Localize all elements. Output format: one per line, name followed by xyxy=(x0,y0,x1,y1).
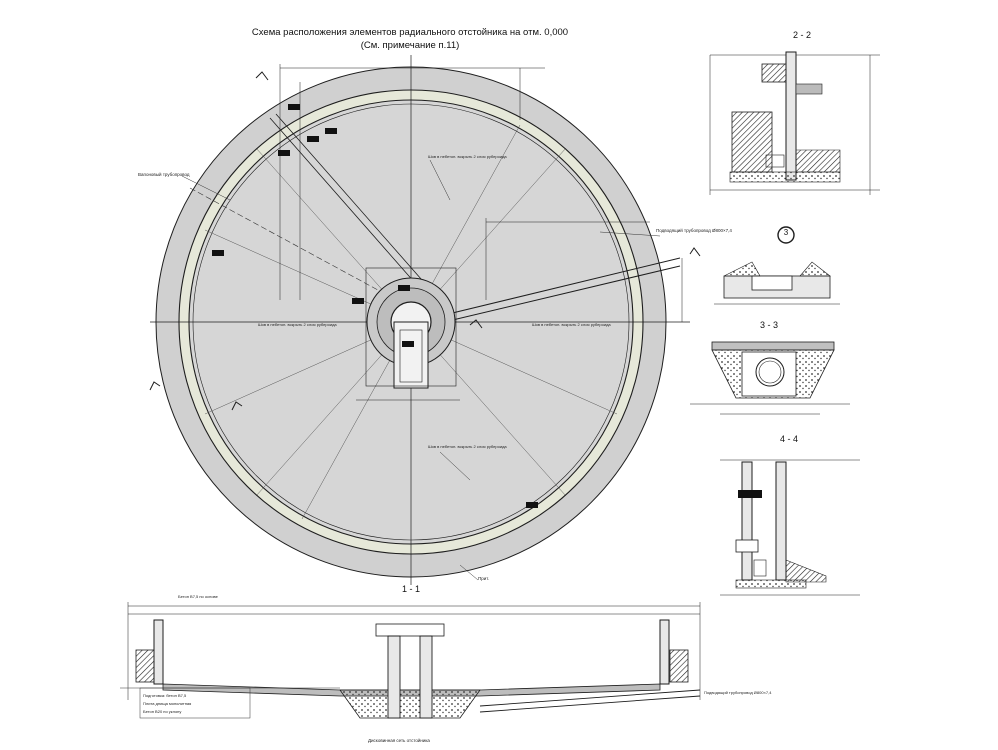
section-1-1-left-note: Бетон В7,5 по основе xyxy=(178,594,219,599)
section-1-1-title: 1 - 1 xyxy=(402,584,421,594)
section-1-1: Подготовка: бетон В7,5 Плита днища монол… xyxy=(120,594,772,743)
leader-lines xyxy=(181,159,661,581)
note-pipe-right: Подводящий трубопровод Ø800×7,4 xyxy=(656,227,732,233)
section-1-1-legend-2: Плита днища монолитная xyxy=(143,701,191,706)
plan-dimensions xyxy=(279,64,683,401)
node-3-marker xyxy=(777,226,795,244)
central-chamber xyxy=(365,267,457,389)
section-1-1-legend-1: Подготовка: бетон В7,5 xyxy=(143,693,187,698)
node-3 xyxy=(714,226,840,305)
drawing-subtitle: (См. примечание п.11) xyxy=(360,40,460,51)
section-markers xyxy=(149,71,701,411)
section-1-1-legend-3: Бетон В20 по уклону xyxy=(143,709,181,714)
node-3-label: 3 xyxy=(783,228,789,237)
label-pt: Прит. xyxy=(478,576,489,581)
note-slab-left: Шов в небетон. вскрыть 2 слоя рубероида xyxy=(258,322,337,327)
note-pipe-left: Вапоновый трубопровод xyxy=(138,171,190,177)
plan-view: Вапоновый трубопровод Подводящий трубопр… xyxy=(138,55,732,585)
section-2-2 xyxy=(709,51,880,195)
plan-tags xyxy=(212,104,538,508)
section-1-1-right-note: Подводящий трубопровод Ø800×7,4 xyxy=(704,690,772,695)
section-4-4 xyxy=(720,459,860,596)
section-2-2-title: 2 - 2 xyxy=(793,30,812,40)
drawing-title: Схема расположения элементов радиального… xyxy=(251,27,569,38)
section-3-3-title: 3 - 3 xyxy=(760,320,779,330)
section-4-4-title: 4 - 4 xyxy=(780,434,799,444)
note-slab-top: Шов в небетон. вскрыть 2 слоя рубероида xyxy=(428,154,507,159)
section-3-3 xyxy=(690,341,850,415)
note-slab-right: Шов в небетон. вскрыть 2 слоя рубероида xyxy=(532,322,611,327)
section-1-1-bottom-note: Дисковинная сеть отстойника xyxy=(368,737,430,743)
note-slab-bottom: Шов в небетон. вскрыть 2 слоя рубероида xyxy=(428,444,507,449)
inlet-pipe xyxy=(189,113,681,324)
